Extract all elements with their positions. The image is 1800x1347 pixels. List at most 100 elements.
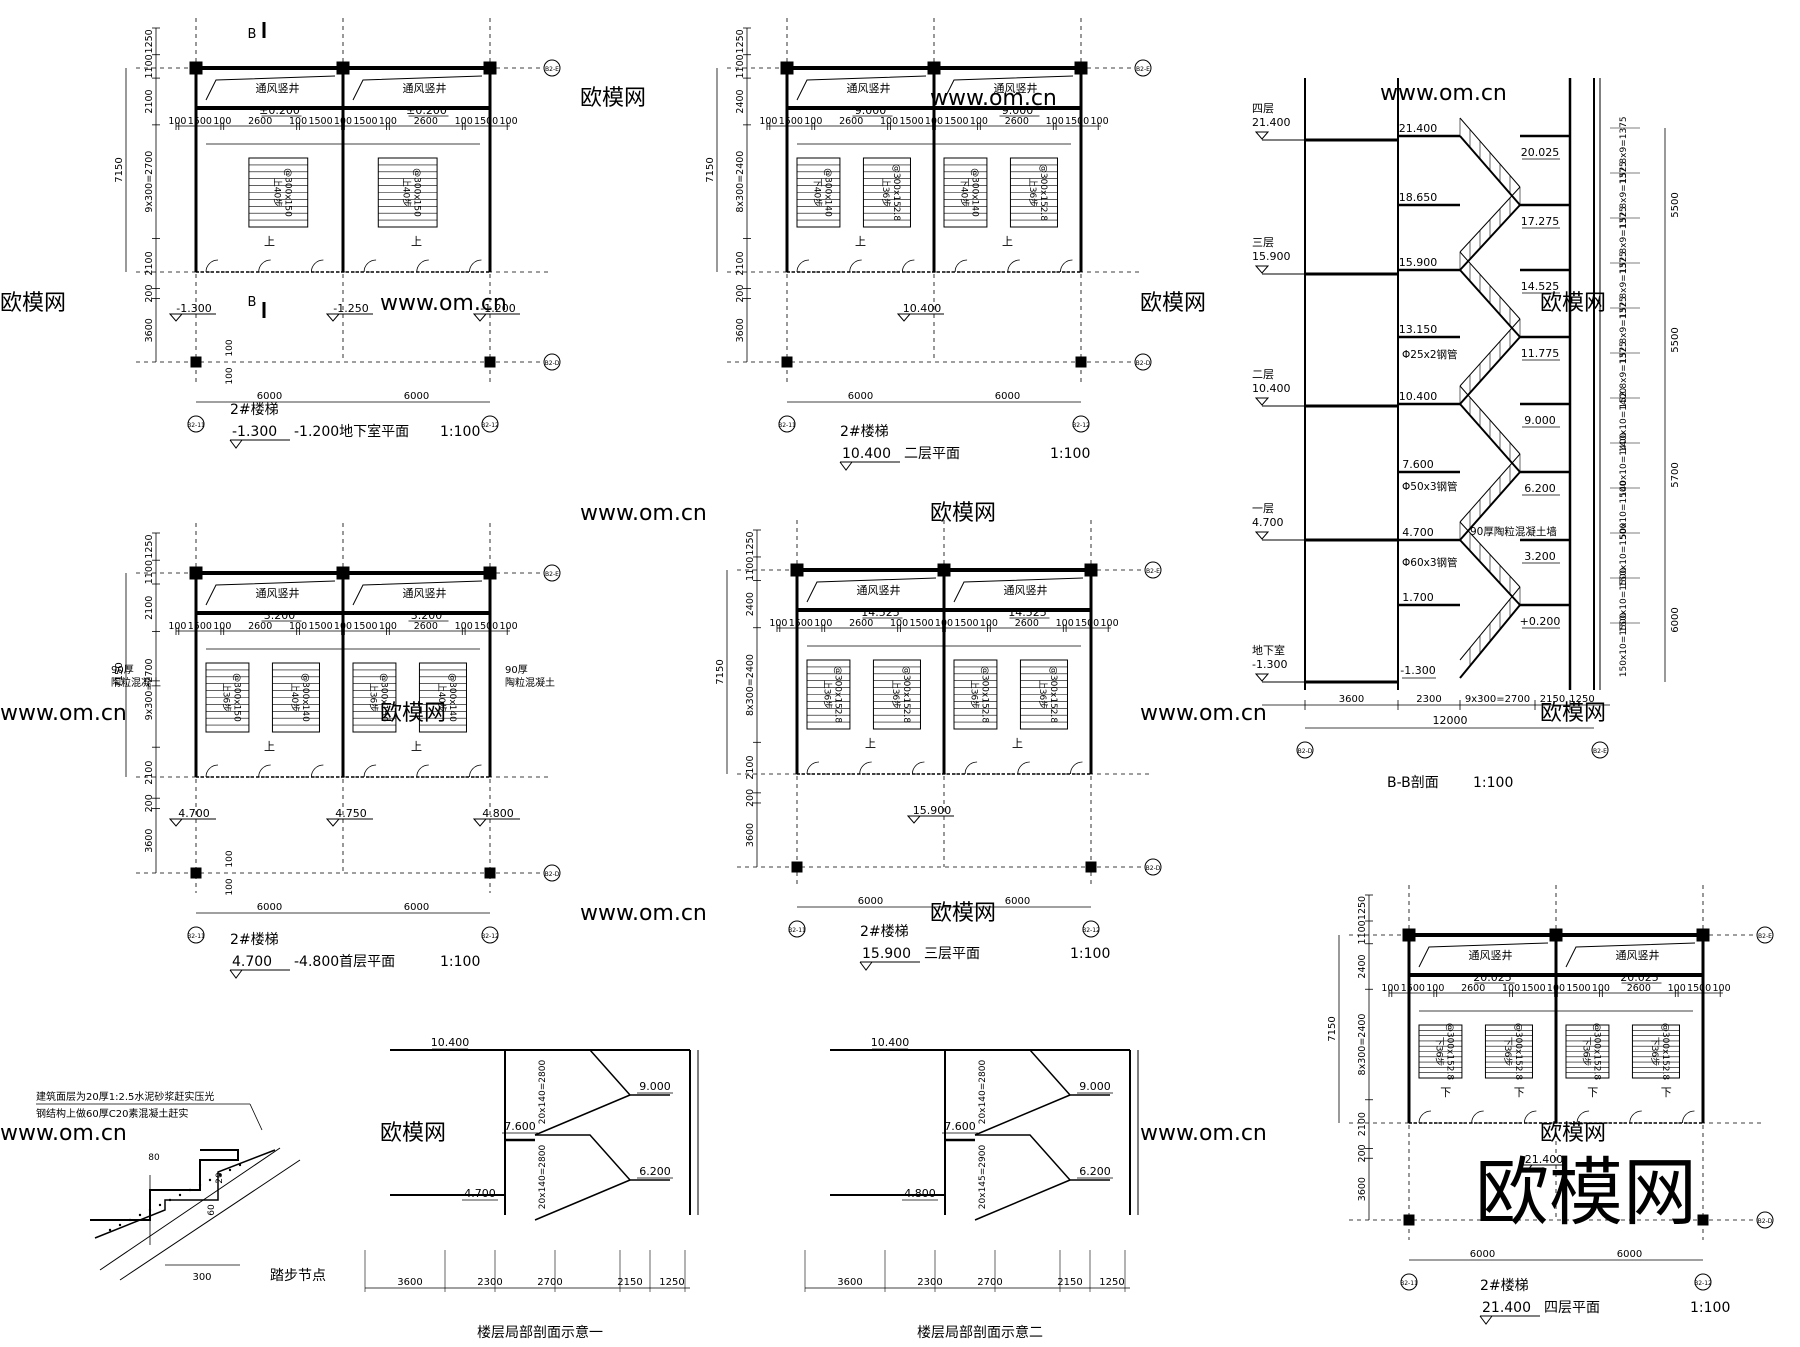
- top-dim: 2600: [1461, 983, 1485, 994]
- bottom-dim: 100: [225, 850, 235, 867]
- axis-bubble-icon: [1144, 561, 1162, 579]
- top-dim: 2600: [1627, 983, 1651, 994]
- door-swing: [859, 761, 872, 775]
- axis-right: B2-12: [1082, 927, 1100, 934]
- top-dim: 100: [379, 621, 397, 632]
- flight-dim: 152.8x9=1375: [1619, 251, 1629, 318]
- left-level: 13.150: [1399, 323, 1438, 336]
- left-dim: 200: [144, 284, 155, 302]
- right-level: 3.200: [1524, 550, 1556, 563]
- axis-bubble-icon: [788, 920, 806, 938]
- axis-right: B2-12: [481, 422, 499, 429]
- top-dim: 1500: [779, 116, 803, 127]
- partial-bottom-dim: 3600: [837, 1277, 862, 1288]
- watermark-text: 欧模网: [930, 901, 996, 926]
- floor-name: 四层: [1252, 102, 1274, 115]
- section-note: Φ60x3钢管: [1402, 556, 1458, 569]
- flight-spec: @300x150: [412, 168, 422, 217]
- direction-mark: 上: [264, 740, 275, 753]
- axis-bottom: B2-D: [1758, 1218, 1773, 1225]
- section-mark: B: [248, 295, 257, 310]
- floor-level: -1.200: [480, 302, 515, 315]
- section-note: 90厚陶粒混凝土墙: [1470, 525, 1557, 538]
- watermark-text: www.om.cn: [1380, 81, 1507, 106]
- partial-sections: 10.4009.0007.6006.2004.70020x140=280020x…: [364, 1036, 1139, 1341]
- left-dim: 8x300=2400: [1357, 1014, 1368, 1076]
- top-dim: 2600: [414, 116, 438, 127]
- shaft-line: [205, 75, 336, 101]
- top-dim: 100: [455, 621, 473, 632]
- top-dim: 100: [289, 116, 307, 127]
- shaft-label: 通风竖井: [256, 81, 300, 95]
- shaft-label: 通风竖井: [857, 583, 901, 597]
- floor-level: -1.300: [176, 302, 211, 315]
- axis-left: B2-11: [778, 422, 796, 429]
- landing-level: ±0.200: [259, 104, 300, 117]
- flight-spec: @300x152.8: [1048, 666, 1058, 724]
- caption-scale: 1:100: [440, 424, 480, 440]
- section-note: Φ25x2钢管: [1402, 348, 1458, 361]
- flight-label: 下36步: [1580, 1037, 1591, 1066]
- flight-label: 上36步: [220, 683, 231, 712]
- watermark-text: www.om.cn: [0, 701, 127, 726]
- section-total: 5500: [1670, 327, 1681, 352]
- partial-flight-dim: 20x145=2900: [978, 1145, 988, 1210]
- axis-top: B2-E: [1146, 568, 1160, 575]
- door-swing: [911, 761, 925, 775]
- door-swing: [964, 761, 978, 775]
- concrete-dot: [228, 1168, 232, 1172]
- flight-label: 上36步: [968, 680, 979, 709]
- top-dim: 2600: [248, 621, 272, 632]
- left-dim: 1100: [144, 560, 155, 584]
- partial-level: 9.000: [639, 1080, 671, 1093]
- landing-level: 20.025: [1620, 971, 1659, 984]
- column: [189, 566, 203, 580]
- axis-top: B2-E: [1136, 66, 1150, 73]
- top-dim: 2600: [1015, 618, 1039, 629]
- concrete-dot: [118, 1223, 122, 1227]
- b-b-section: 四层21.400三层15.900二层10.400一层4.700地下室-1.300…: [1252, 78, 1681, 791]
- column: [1075, 356, 1087, 368]
- section-caption: B-B剖面: [1387, 775, 1439, 791]
- detail-dim: 300: [192, 1272, 211, 1283]
- partial-flight-dim: 20x140=2800: [538, 1060, 548, 1125]
- bottom-dim: 6000: [858, 896, 883, 907]
- stair-name: 2#楼梯: [840, 424, 889, 440]
- wall-note: 90厚: [111, 664, 134, 676]
- flight-dim: 150x10=1500: [1619, 523, 1629, 588]
- top-dim: 100: [1592, 983, 1610, 994]
- partial-bottom-dim: 2700: [977, 1277, 1002, 1288]
- landing-level: 14.525: [1008, 606, 1047, 619]
- level-triangle-icon: [1254, 673, 1270, 682]
- level-triangle-icon: [325, 818, 341, 827]
- section-scale: 1:100: [1473, 775, 1513, 791]
- watermark-text: www.om.cn: [1140, 1121, 1267, 1146]
- column: [927, 61, 941, 75]
- partial-level: 9.000: [1079, 1080, 1111, 1093]
- door-swing: [205, 764, 219, 778]
- left-dim: 3600: [735, 318, 746, 342]
- door-swing: [1682, 1110, 1695, 1124]
- axis-top: B2-E: [545, 66, 559, 73]
- left-dim: 3600: [144, 829, 155, 853]
- flight-dim: 140x10=1400: [1619, 433, 1629, 498]
- flight-label: 上36步: [1037, 680, 1048, 709]
- top-dim: 100: [1547, 983, 1565, 994]
- right-level: +0.200: [1520, 615, 1561, 628]
- right-level: 14.525: [1521, 280, 1560, 293]
- flight-label: 上36步: [880, 178, 891, 207]
- left-dim: 2100: [144, 761, 155, 785]
- shaft-label: 通风竖井: [256, 586, 300, 600]
- left-dim: 1250: [745, 531, 756, 555]
- door-swing: [1017, 761, 1030, 775]
- left-dim: 9x300=2700: [144, 151, 155, 213]
- column: [1697, 1214, 1709, 1226]
- top-dim: 100: [880, 116, 898, 127]
- top-dim: 100: [1713, 983, 1731, 994]
- door-swing: [1060, 259, 1073, 273]
- concrete-dot: [168, 1198, 172, 1202]
- top-dim: 100: [334, 621, 352, 632]
- axis-bottom: B2-D: [545, 871, 560, 878]
- floor-level: -1.250: [333, 302, 368, 315]
